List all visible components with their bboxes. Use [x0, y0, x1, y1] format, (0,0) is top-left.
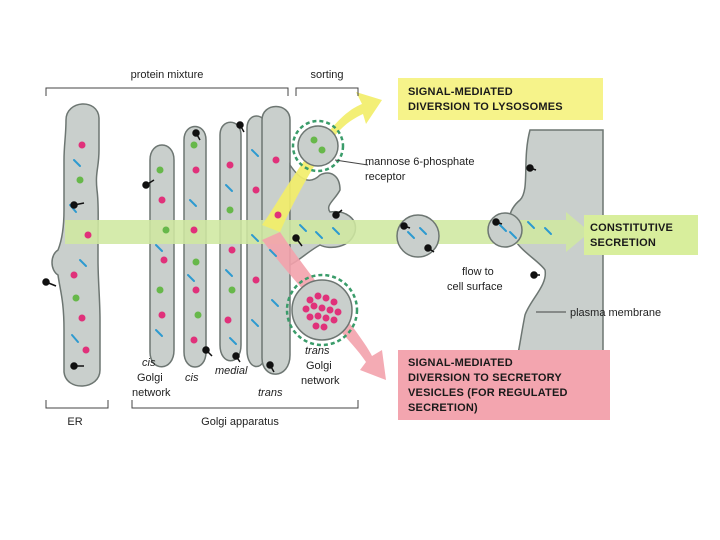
box-constitutive [584, 215, 698, 255]
label-cis-network-3: network [132, 387, 171, 399]
box-secretory-line4: SECRETION) [408, 402, 478, 414]
top-brackets [45, 87, 359, 96]
membrane-pins [42, 121, 540, 373]
label-mannose-1: mannose 6-phosphate [365, 156, 474, 168]
cis-cisterna [183, 125, 207, 368]
mannose-leader [334, 159, 369, 166]
label-sorting: sorting [310, 69, 343, 81]
label-plasma-membrane: plasma membrane [570, 307, 661, 319]
box-secretory-line3: VESICLES (FOR REGULATED [408, 387, 568, 399]
lysosomal-vesicle [297, 125, 339, 167]
plasma-membrane [508, 129, 604, 393]
bottom-brackets [45, 400, 359, 409]
er-membrane [51, 103, 101, 387]
cargo-magenta [70, 141, 282, 354]
constitutive-arrow [65, 212, 590, 252]
label-trans-network-3: network [301, 375, 340, 387]
label-flow-1: flow to [462, 266, 494, 278]
cis-golgi-network [149, 144, 175, 368]
label-medial: medial [215, 365, 248, 377]
cargo-blue-dashes [69, 149, 552, 345]
label-er: ER [67, 416, 82, 428]
box-secretory-line2: DIVERSION TO SECRETORY [408, 372, 562, 384]
label-trans: trans [258, 387, 283, 399]
vesicle-coats [285, 119, 359, 347]
box-lysosomes-line1: SIGNAL-MEDIATED [408, 86, 513, 98]
label-flow-2: cell surface [447, 281, 503, 293]
box-secretory-line1: SIGNAL-MEDIATED [408, 357, 513, 369]
label-trans-network-1: trans [305, 345, 330, 357]
box-constitutive-line2: SECRETION [590, 237, 656, 249]
label-protein-mixture: protein mixture [131, 69, 204, 81]
label-cis-network-1: cis [142, 357, 156, 369]
box-lysosomes [398, 78, 603, 120]
label-mannose-2: receptor [365, 171, 406, 183]
lysosome-arrow [262, 92, 382, 232]
box-secretory [398, 350, 610, 420]
label-cis-network-2: Golgi [137, 372, 163, 384]
label-golgi-apparatus: Golgi apparatus [201, 416, 279, 428]
box-constitutive-line1: CONSTITUTIVE [590, 222, 673, 234]
box-lysosomes-line2: DIVERSION TO LYSOSOMES [408, 101, 563, 113]
cargo-green [72, 136, 326, 319]
secretory-vesicle-cargo [302, 292, 342, 331]
label-cis: cis [185, 372, 199, 384]
label-trans-network-2: Golgi [306, 360, 332, 372]
